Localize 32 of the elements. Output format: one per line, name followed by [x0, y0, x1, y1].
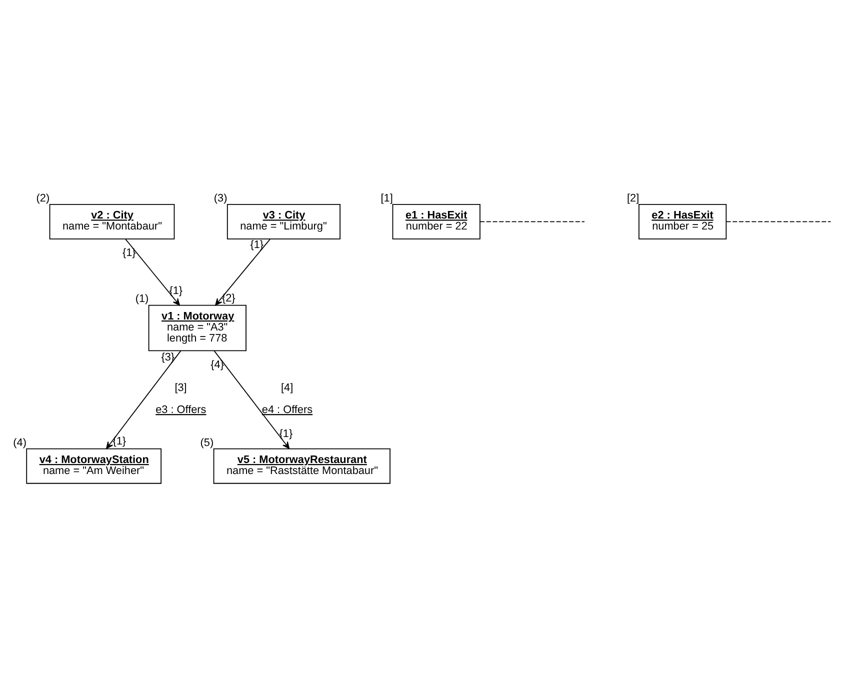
node-label: (4) — [13, 436, 26, 449]
node-box: e2 : HasExit number = 25 — [638, 204, 727, 240]
connector — [726, 221, 832, 222]
node-box: e1 : HasExit number = 22 — [392, 204, 480, 240]
node-label: (2) — [36, 192, 50, 204]
edge-label: e3 : Offers — [156, 404, 206, 416]
node-label: [2] — [627, 192, 640, 204]
label: {1} — [112, 436, 126, 448]
arrow — [106, 350, 182, 449]
label: [3] — [174, 382, 187, 394]
edge-label: e4 : Offers — [262, 404, 313, 416]
node-box: v3 : City name = "Limburg" — [226, 204, 340, 240]
arrow — [215, 238, 270, 306]
node-label: (3) — [214, 192, 228, 204]
label: {4} — [210, 358, 224, 371]
node-label: (1) — [135, 293, 149, 306]
label: {2} — [222, 292, 236, 305]
label: [4] — [280, 382, 294, 394]
label: {1} — [250, 239, 264, 252]
arrow — [214, 350, 290, 449]
connector — [480, 221, 585, 222]
label: {1} — [279, 428, 293, 440]
node-box: v2 : City name = "Montabaur" — [49, 204, 175, 240]
node-box: v5 : MotorwayRestaurant name = "Raststätte Montabaur" — [213, 448, 390, 484]
label: {3} — [161, 351, 175, 364]
node-label: (5) — [200, 436, 214, 449]
label: {1} — [169, 284, 183, 297]
arrow — [125, 238, 180, 306]
label: {1} — [122, 247, 136, 260]
node-label: [1] — [380, 192, 393, 204]
node-box: v1 : Motorway name = "A3" length = 778 — [148, 304, 246, 352]
node-box: v4 : MotorwayStation name = "Am Weiher" — [26, 448, 162, 484]
